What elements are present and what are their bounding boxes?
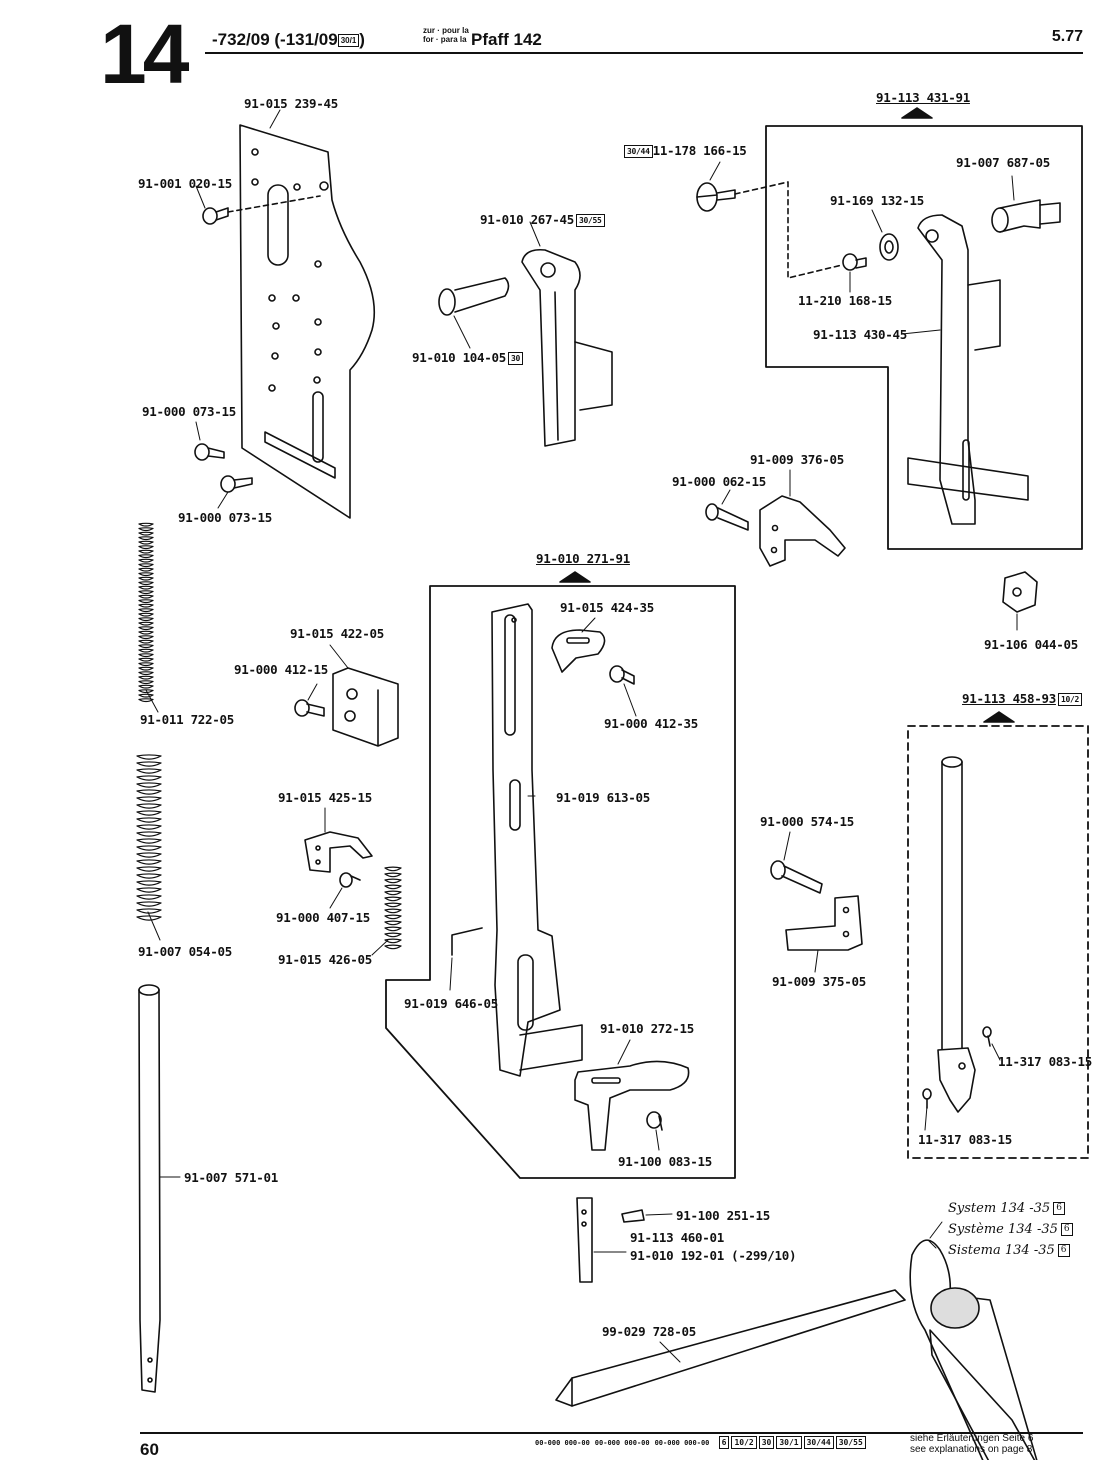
leader-lines	[145, 109, 1018, 1363]
label-part-30: 91-000 574-15	[760, 814, 854, 829]
block-91-015-422-05	[332, 667, 399, 747]
stud-91-007-687-05	[991, 199, 1061, 233]
label-part-36: 91-100 251-15	[676, 1208, 770, 1223]
label-part-28: 91-010 272-15	[600, 1021, 694, 1036]
guide-91-010-272-15	[574, 1060, 690, 1151]
label-part-14: 91-000 062-15	[672, 474, 766, 489]
foot-91-015-424-35	[551, 629, 606, 673]
label-part-21: 91-011 722-05	[140, 712, 234, 727]
spring-91-015-426-05	[384, 866, 402, 950]
bar-91-007-571-01	[138, 984, 161, 1393]
screw-91-000-062-15	[705, 503, 749, 531]
screw-91-000-574-15	[770, 860, 823, 894]
part-91-113-460-01	[576, 1197, 593, 1283]
screw-91-100-251-15	[621, 1209, 645, 1223]
label-part-3: 91-000 073-15	[142, 404, 236, 419]
label-kit-431-91: 91-113 431-91	[876, 90, 970, 105]
washer-91-169-132-15	[879, 233, 899, 261]
kit-marker	[901, 107, 933, 119]
footer-rule	[140, 1432, 1083, 1434]
stud-91-010-104-05	[438, 277, 510, 316]
cover-99-029-728-05	[555, 1289, 906, 1407]
spring-91-011-722-05	[138, 522, 154, 703]
screw-91-001-020-15	[202, 195, 321, 225]
label-kit-271-91: 91-010 271-91	[536, 551, 630, 566]
pin-91-019-646-05	[451, 927, 483, 956]
label-part-31: 91-009 375-05	[772, 974, 866, 989]
footer-notes: siehe Erläuterungen Seite 6 see explanat…	[910, 1433, 1034, 1455]
label-part-17: 91-015 424-35	[560, 600, 654, 615]
label-part-23: 91-015 425-15	[278, 790, 372, 805]
label-part-29: 91-100 083-15	[618, 1154, 712, 1169]
label-part-12: 91-113 430-45	[813, 327, 907, 342]
screw-91-000-407-15	[339, 872, 361, 888]
label-part-25: 91-015 426-05	[278, 952, 372, 967]
label-part-24: 91-000 407-15	[276, 910, 370, 925]
needle-packet	[909, 1239, 1038, 1460]
kit-box-91-113-431-91	[765, 125, 1083, 550]
screw-91-000-412-35	[609, 665, 635, 685]
label-part-26: 91-007 054-05	[138, 944, 232, 959]
screw-91-000-073-15-b	[220, 475, 253, 493]
label-part-22: 91-019 613-05	[556, 790, 650, 805]
plate-91-009-375-05	[785, 895, 863, 951]
header-rule	[205, 52, 1083, 54]
label-part-19: 91-015 422-05	[290, 626, 384, 641]
label-part-1: 91-015 239-45	[244, 96, 338, 111]
section-number: 14	[100, 7, 189, 101]
label-part-15: 91-106 044-05	[984, 637, 1078, 652]
label-part-20: 91-000 412-15	[234, 662, 328, 677]
model-box: 30/1	[337, 34, 360, 48]
bar-91-019-613-05	[491, 603, 583, 1077]
screw-11-317-083-15-a	[982, 1026, 992, 1047]
machine-name: Pfaff 142	[471, 30, 542, 49]
label-part-18: 91-000 412-35	[604, 716, 698, 731]
label-part-27: 91-019 646-05	[404, 996, 498, 1011]
bracket-91-015-425-15	[304, 831, 373, 873]
block-91-106-044-05	[1002, 571, 1038, 613]
bar-assembly-91-113-458-93	[937, 756, 976, 1113]
screw-11-178-166-15	[696, 181, 843, 279]
label-part-34: 11-317 083-15	[918, 1132, 1012, 1147]
spring-91-007-054-05	[136, 754, 162, 921]
guide-91-009-376-05	[759, 495, 846, 567]
label-part-37: 91-113 460-01	[630, 1230, 724, 1245]
page-number: 60	[140, 1440, 159, 1459]
label-part-35: 91-007 571-01	[184, 1170, 278, 1185]
label-part-4: 91-000 073-15	[178, 510, 272, 525]
lever-91-010-267-45	[521, 248, 613, 447]
screw-91-000-073-15-a	[194, 443, 225, 461]
kit-box-91-010-271-91	[385, 585, 736, 1179]
label-part-33: 11-317 083-15	[998, 1054, 1092, 1069]
label-part-38: 91-010 192-01 (-299/10)	[630, 1248, 797, 1263]
label-part-2: 91-001 020-15	[138, 176, 232, 191]
label-part-11: 11-210 168-15	[798, 293, 892, 308]
label-part-13: 91-009 376-05	[750, 452, 844, 467]
screw-91-100-083-15	[646, 1111, 663, 1131]
label-part-39: 99-029 728-05	[602, 1324, 696, 1339]
page-date: 5.77	[1051, 28, 1083, 45]
label-part-9: 91-007 687-05	[956, 155, 1050, 170]
kit-box-91-113-458-93	[907, 725, 1089, 1159]
screw-11-317-083-15-b	[922, 1088, 932, 1109]
face-plate	[239, 124, 376, 519]
lever-91-113-430-45	[907, 214, 1029, 525]
label-part-10: 91-169 132-15	[830, 193, 924, 208]
screw-11-210-168-15	[842, 253, 867, 271]
screw-91-000-412-15	[294, 699, 325, 717]
